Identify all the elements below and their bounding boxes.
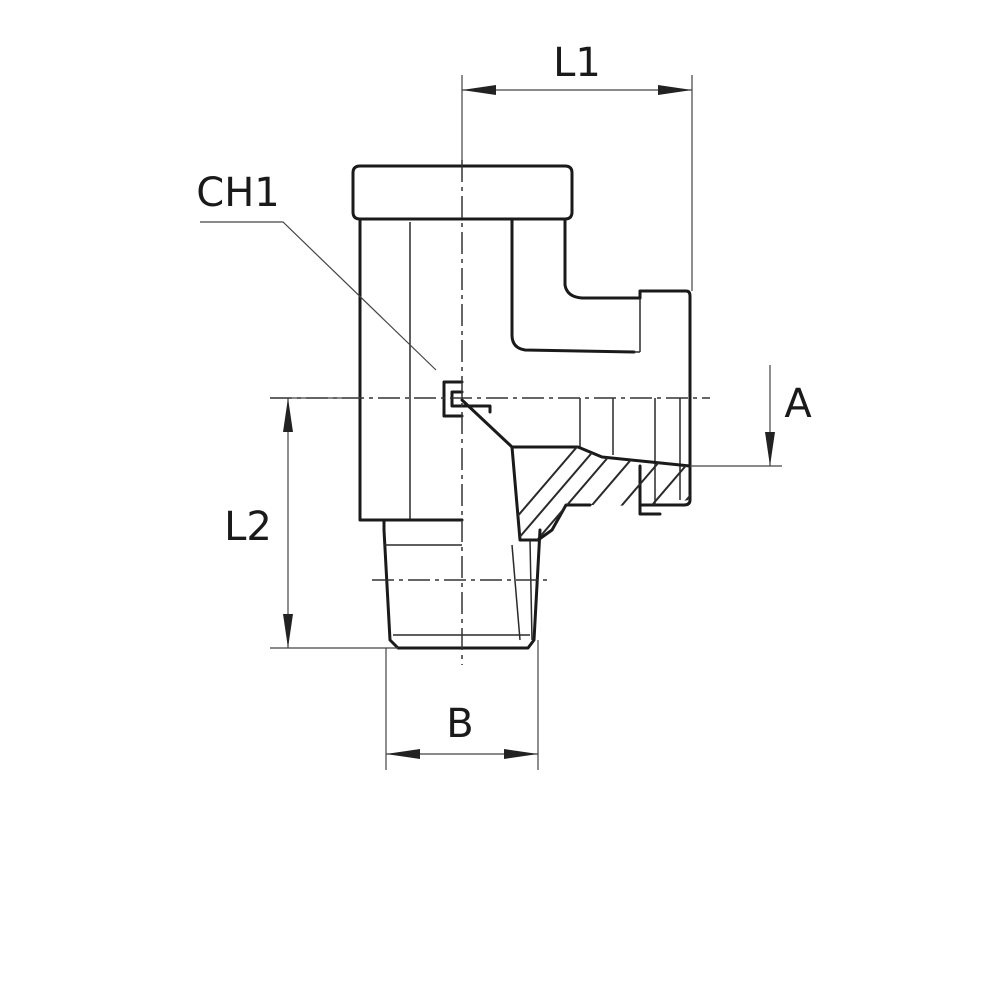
l2-label: L2 — [224, 504, 272, 550]
b-arrow-right — [504, 749, 538, 759]
b-arrow-left — [386, 749, 420, 759]
l1-label: L1 — [553, 40, 601, 86]
side-port-thread-lines — [579, 398, 681, 505]
ch1-leader-line — [200, 221, 437, 371]
shoulder-chamfer — [460, 398, 692, 468]
l2-arrow-top — [283, 398, 293, 432]
elbow-inner-contour — [563, 217, 642, 300]
elbow-contour — [510, 217, 636, 354]
l1-arrow-left — [462, 85, 496, 95]
l1-arrow-right — [658, 85, 692, 95]
ch1-label: CH1 — [196, 170, 279, 216]
a-label: A — [784, 381, 812, 427]
l2-arrow-bottom — [283, 614, 293, 648]
a-arrow — [765, 432, 775, 466]
main-body-outline — [358, 217, 386, 522]
side-port-outline — [638, 289, 692, 507]
bottom-thread-outline — [382, 528, 542, 650]
b-label: B — [446, 701, 473, 747]
section-outline — [510, 445, 662, 542]
wrench-flat-marker — [442, 380, 492, 418]
bottom-thread-inner — [384, 539, 533, 641]
